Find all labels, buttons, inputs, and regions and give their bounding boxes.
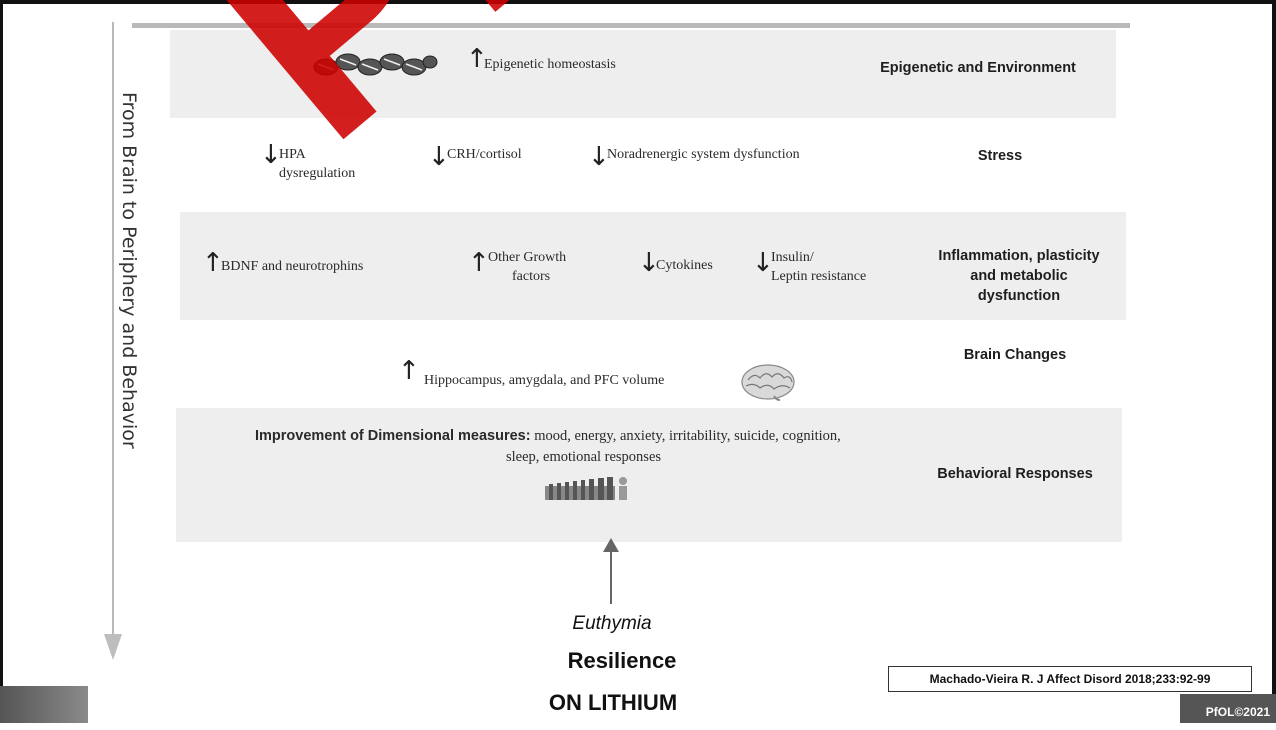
category-brain: Brain Changes <box>963 347 1067 363</box>
dna-icon <box>313 53 438 76</box>
noradrenergic-label: Noradrenergic system dysfunction <box>607 147 800 162</box>
down-arrow: ↓ <box>428 142 450 172</box>
dimensional-measures-line1: Improvement of Dimensional measures: moo… <box>255 427 841 445</box>
growth-factors-label: factors <box>512 269 551 284</box>
category-epigenetic: Epigenetic and Environment <box>880 60 1076 76</box>
side-arrow-head <box>104 634 122 660</box>
down-arrow: ↓ <box>588 142 610 172</box>
pfol-badge: PfOL©2021 <box>1180 694 1276 723</box>
frame-right-border <box>1272 0 1276 723</box>
side-arrow-line <box>112 22 114 640</box>
hippocampus-label: Hippocampus, amygdala, and PFC volume <box>424 373 665 388</box>
category-inflammation: Inflammation, plasticity and metabolic d… <box>900 246 1138 306</box>
category-inflammation-line3: dysfunction <box>977 288 1061 304</box>
on-lithium-label: ON LITHIUM <box>548 690 678 715</box>
upward-arrow-line <box>610 548 612 604</box>
hpa-dysregulation-label: dysregulation <box>279 166 356 181</box>
dimensional-measures-line2: sleep, emotional responses <box>506 449 662 465</box>
crh-cortisol-label: CRH/cortisol <box>447 147 522 162</box>
euthymia-label: Euthymia <box>572 613 652 634</box>
leptin-resistance-label: Leptin resistance <box>771 269 867 284</box>
category-behavioral: Behavioral Responses <box>937 466 1093 482</box>
top-rule <box>132 23 1130 28</box>
resilience-label: Resilience <box>567 648 677 673</box>
people-icon <box>545 477 627 500</box>
up-arrow: ↑ <box>398 356 420 386</box>
bdnf-label: BDNF and neurotrophins <box>221 259 364 274</box>
upward-arrow-head <box>603 538 619 552</box>
category-stress: Stress <box>977 148 1023 164</box>
hpa-label: HPA <box>279 147 306 162</box>
up-arrow: ↑ <box>202 248 224 278</box>
up-arrow: ↑ <box>466 44 488 74</box>
category-inflammation-line1: Inflammation, plasticity <box>938 248 1100 264</box>
other-growth-label: Other Growth <box>488 250 567 265</box>
corner-decoration <box>0 686 88 723</box>
down-arrow: ↓ <box>260 140 282 170</box>
category-inflammation-line2: and metabolic <box>970 268 1068 284</box>
inflammation-band <box>180 212 1126 320</box>
dimensional-measures-text1: mood, energy, anxiety, irritability, sui… <box>530 428 841 444</box>
down-arrow: ↓ <box>638 248 660 278</box>
citation-box: Machado-Vieira R. J Affect Disord 2018;2… <box>888 666 1252 692</box>
frame-top-border <box>0 0 1276 4</box>
dimensional-measures-lead: Improvement of Dimensional measures: <box>255 428 531 444</box>
behavioral-band <box>176 408 1122 542</box>
side-title: From Brain to Periphery and Behavior <box>118 92 140 449</box>
up-arrow: ↑ <box>468 248 490 278</box>
down-arrow: ↓ <box>752 248 774 278</box>
frame-left-border <box>0 0 3 723</box>
insulin-label: Insulin/ <box>771 250 814 265</box>
brain-icon <box>741 364 795 401</box>
epigenetic-homeostasis-label: Epigenetic homeostasis <box>484 57 616 72</box>
cytokines-label: Cytokines <box>656 258 713 273</box>
